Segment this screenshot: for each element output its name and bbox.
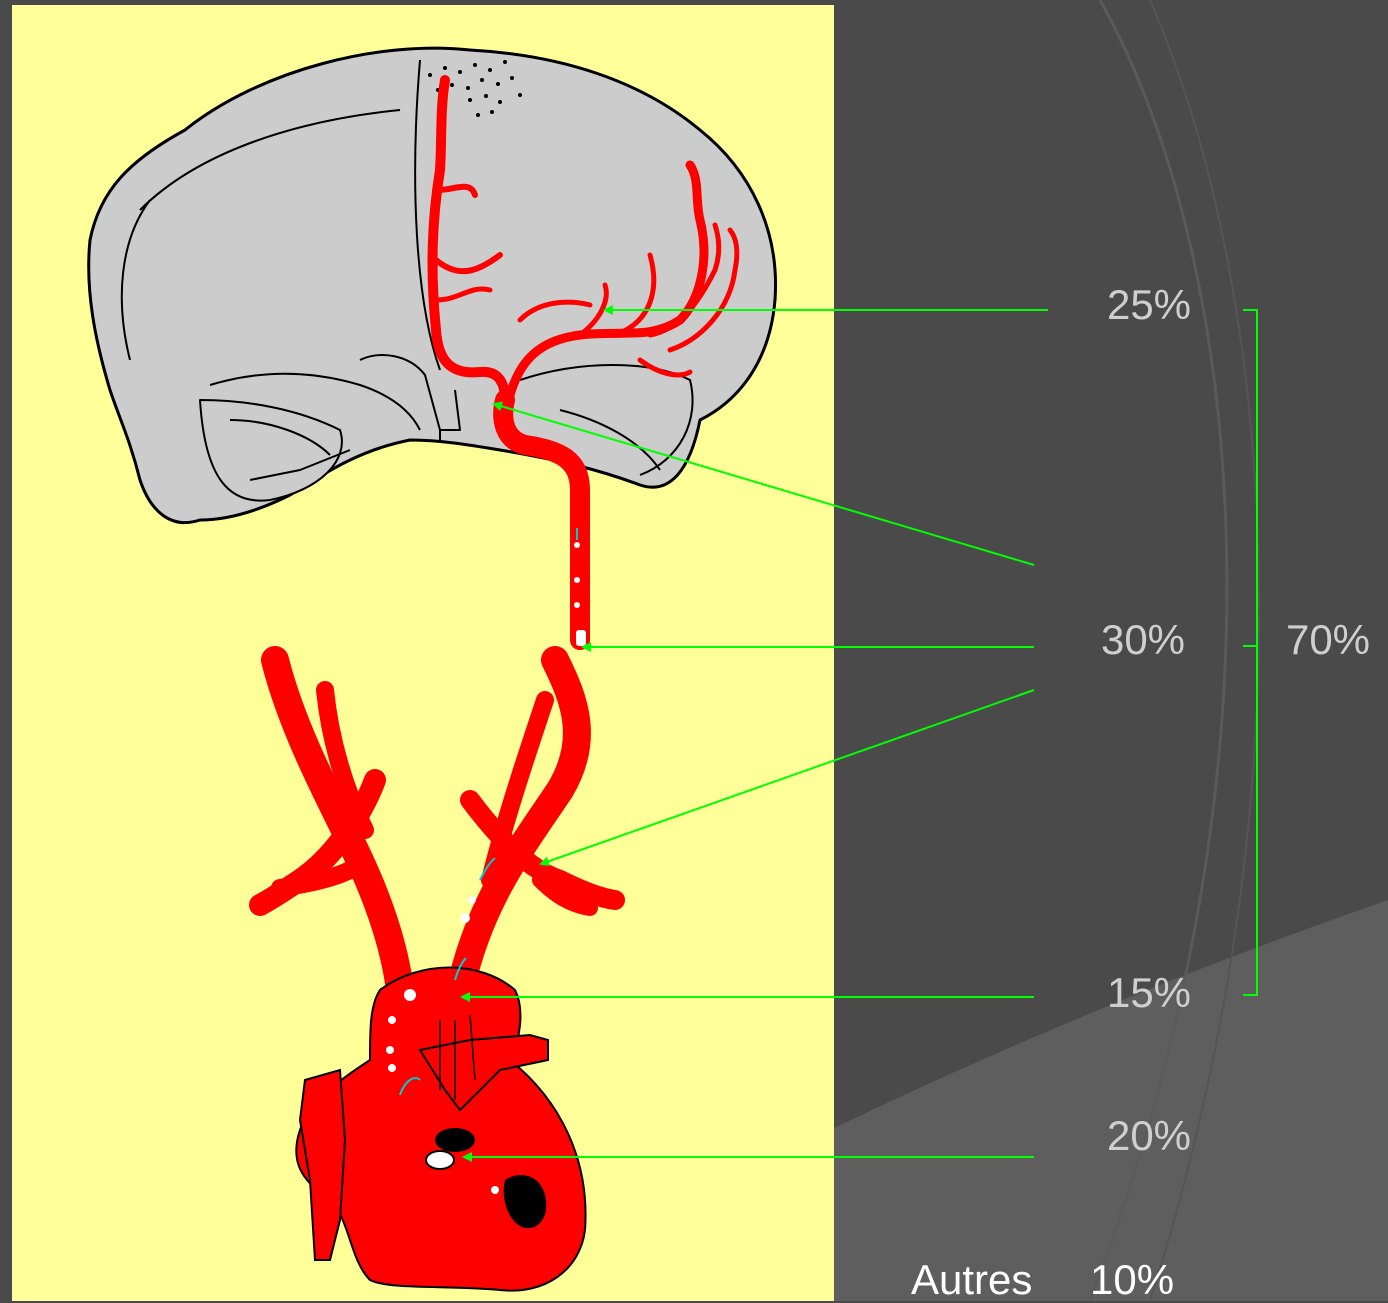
bracket-70 — [1243, 310, 1257, 995]
label-25-percent: 25% — [1107, 284, 1191, 326]
label-10-percent: 10% — [1090, 1259, 1174, 1301]
label-20-percent: 20% — [1107, 1115, 1191, 1157]
label-autres: Autres — [911, 1259, 1032, 1301]
leader-line-30-lower — [541, 690, 1034, 864]
leader-line-30-upper — [494, 404, 1034, 565]
label-30-percent: 30% — [1101, 619, 1185, 661]
label-15-percent: 15% — [1107, 972, 1191, 1014]
label-70-percent: 70% — [1286, 619, 1370, 661]
